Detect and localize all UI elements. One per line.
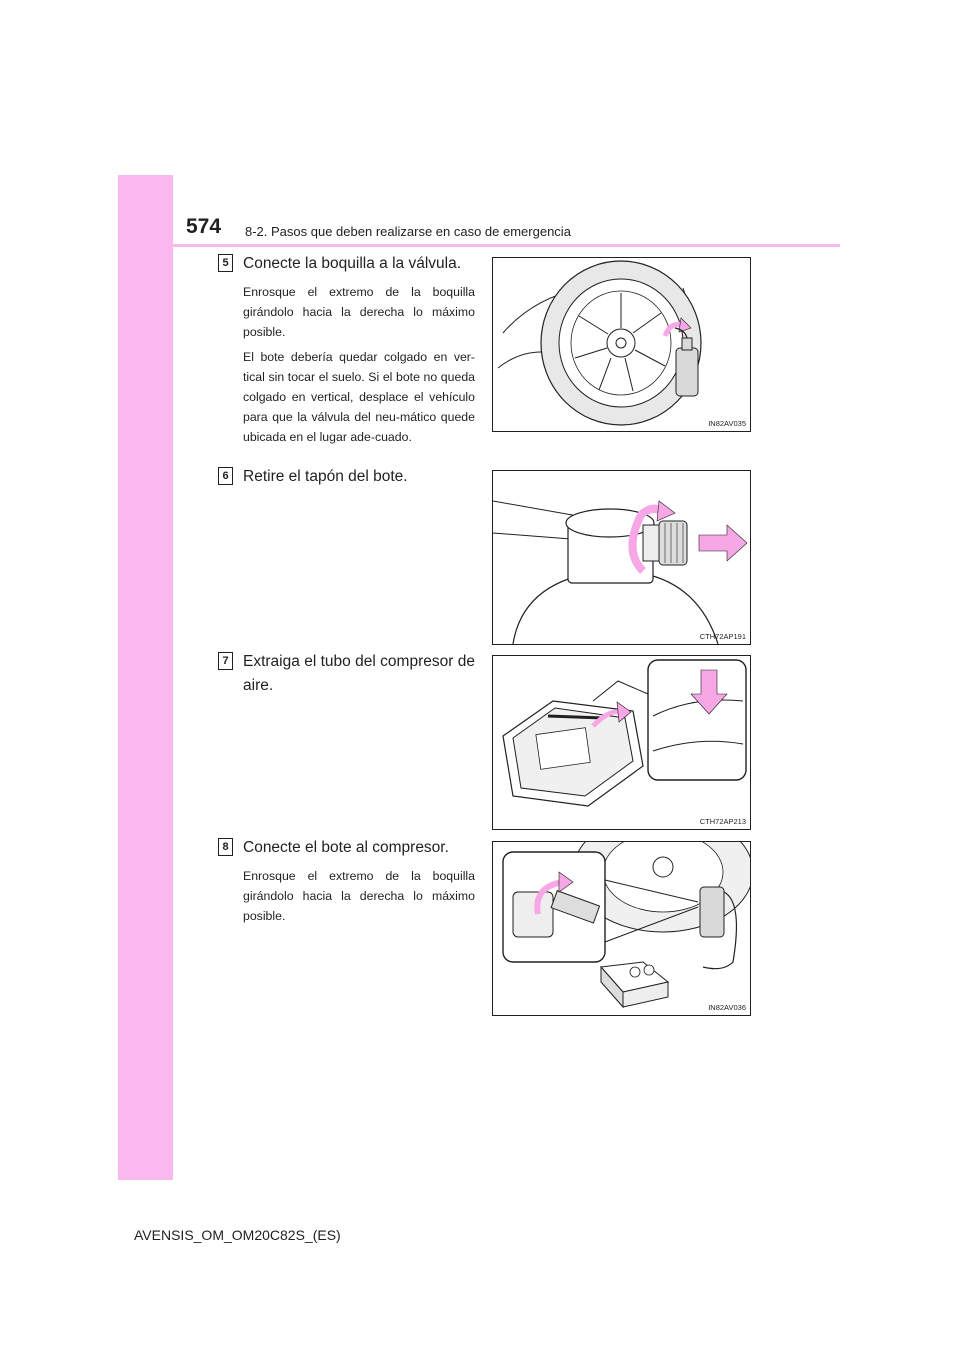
page-number: 574 [186,215,222,238]
step-5-number: 5 [218,254,233,272]
step-7-title: Extraiga el tubo del compresor de aire. [243,653,475,694]
figure-code: CTH72AP191 [699,632,746,641]
step-5-paragraph-1: Enrosque el extremo de la boquilla girán… [243,285,475,340]
figure-code: CTH72AP213 [699,817,746,826]
step-5-paragraph-2: El bote debería quedar colgado en ver-ti… [243,349,475,445]
header-rule [118,244,840,247]
step-5-body: Enrosque el extremo de la boquilla girán… [243,282,475,452]
step-8-number: 8 [218,838,233,856]
step-8-body: Enrosque el extremo de la boquilla girán… [243,866,475,931]
figure-remove-cap: CTH72AP191 [492,470,751,645]
step-6-number: 6 [218,467,233,485]
step-7-number: 7 [218,652,233,670]
step-8-title: Conecte el bote al compresor. [243,839,449,856]
figure-connect-nozzle-valve: IN82AV035 [492,257,751,432]
figure-extract-tube: CTH72AP213 [492,655,751,830]
figure-code: IN82AV035 [708,419,746,428]
step-5-title: Conecte la boquilla a la válvula. [243,255,461,272]
section-title: 8-2. Pasos que deben realizarse en caso … [245,224,571,239]
figure-connect-bottle-compressor: IN82AV036 [492,841,751,1016]
step-8-paragraph-1: Enrosque el extremo de la boquilla girán… [243,869,475,924]
figure-code: IN82AV036 [708,1003,746,1012]
step-6-title: Retire el tapón del bote. [243,468,408,485]
sidebar-tab [118,175,173,1180]
footer-doc-code: AVENSIS_OM_OM20C82S_(ES) [134,1227,341,1243]
